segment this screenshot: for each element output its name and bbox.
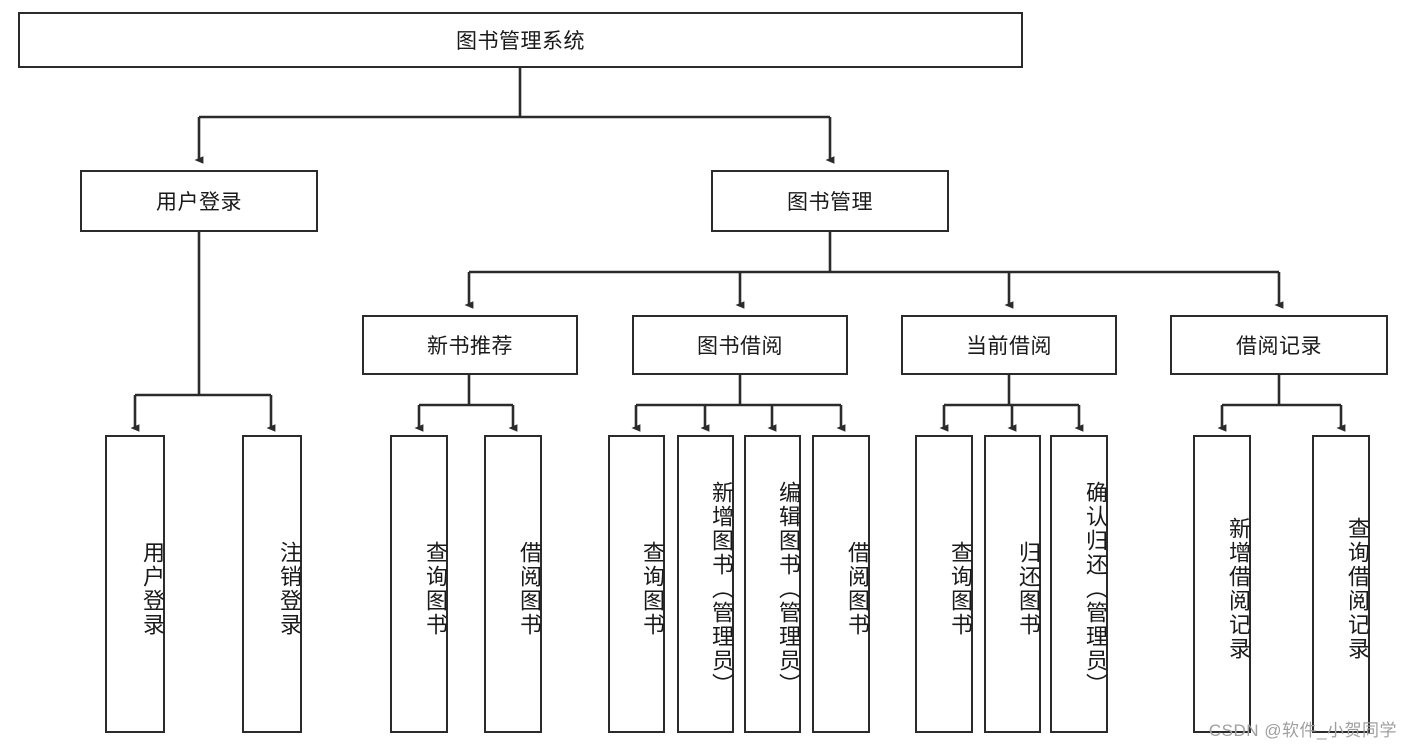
leaf-return-book[interactable]: 归还图书	[984, 435, 1041, 733]
leaf-borrow-book[interactable]: 借阅图书	[812, 435, 870, 733]
node-label: 用户登录	[140, 541, 165, 637]
node-book-borrow[interactable]: 图书借阅	[632, 315, 848, 375]
leaf-query-book-current[interactable]: 查询图书	[915, 435, 973, 733]
node-label: 编辑图书（管理员）	[776, 481, 801, 697]
node-label: 当前借阅	[966, 335, 1052, 358]
node-label: 查询借阅记录	[1345, 517, 1370, 661]
leaf-logout[interactable]: 注销登录	[242, 435, 302, 733]
node-label: 新书推荐	[427, 335, 513, 358]
node-borrow-records[interactable]: 借阅记录	[1170, 315, 1388, 375]
node-label: 查询图书	[948, 541, 973, 637]
leaf-query-book-new[interactable]: 查询图书	[390, 435, 448, 733]
node-label: 新增图书（管理员）	[709, 481, 734, 697]
node-user-login[interactable]: 用户登录	[80, 170, 318, 232]
leaf-edit-book-admin[interactable]: 编辑图书（管理员）	[744, 435, 801, 733]
node-label: 查询图书	[640, 541, 665, 637]
leaf-query-book-borrow[interactable]: 查询图书	[608, 435, 665, 733]
node-label: 注销登录	[277, 541, 302, 637]
node-book-management[interactable]: 图书管理	[711, 170, 949, 232]
node-label: 新增借阅记录	[1226, 517, 1251, 661]
csdn-watermark: CSDN @软件_小贺同学	[1208, 721, 1397, 740]
leaf-confirm-return-admin[interactable]: 确认归还（管理员）	[1050, 435, 1108, 733]
node-label: 借阅图书	[845, 541, 870, 637]
leaf-user-login[interactable]: 用户登录	[105, 435, 165, 733]
leaf-query-borrow-record[interactable]: 查询借阅记录	[1312, 435, 1370, 733]
node-new-book-recommend[interactable]: 新书推荐	[362, 315, 578, 375]
node-label: 图书管理	[787, 191, 873, 214]
node-label: 用户登录	[156, 191, 242, 214]
leaf-add-borrow-record[interactable]: 新增借阅记录	[1193, 435, 1251, 733]
node-label: 借阅记录	[1236, 335, 1322, 358]
node-current-borrow[interactable]: 当前借阅	[901, 315, 1117, 375]
node-label: 图书管理系统	[456, 30, 585, 53]
leaf-add-book-admin[interactable]: 新增图书（管理员）	[677, 435, 734, 733]
node-root-system[interactable]: 图书管理系统	[18, 12, 1023, 68]
leaf-borrow-book-new[interactable]: 借阅图书	[484, 435, 542, 733]
node-label: 借阅图书	[517, 541, 542, 637]
node-label: 查询图书	[423, 541, 448, 637]
node-label: 图书借阅	[697, 335, 783, 358]
node-label: 归还图书	[1016, 541, 1041, 637]
node-label: 确认归还（管理员）	[1083, 481, 1108, 697]
